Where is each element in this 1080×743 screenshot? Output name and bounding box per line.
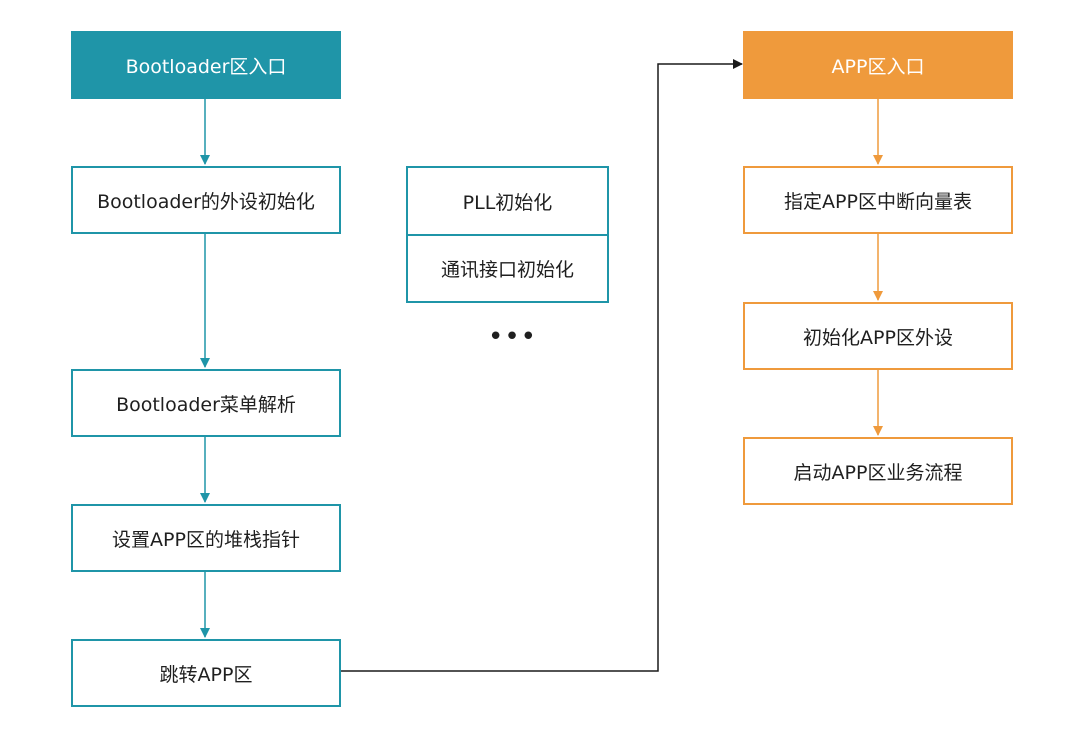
arrow-jump-to-app-entry (341, 59, 743, 672)
app-entry-label: APP区入口 (831, 55, 925, 78)
bootloader-menu-label: Bootloader菜单解析 (116, 393, 296, 416)
bootloader-menu-box: Bootloader菜单解析 (71, 369, 341, 437)
comm-interface-init-box: 通讯接口初始化 (406, 234, 609, 303)
bootloader-periph-init-box: Bootloader的外设初始化 (71, 166, 341, 234)
pll-init-label: PLL初始化 (462, 191, 553, 214)
bootloader-periph-init-label: Bootloader的外设初始化 (97, 190, 315, 213)
app-periph-init-box: 初始化APP区外设 (743, 302, 1013, 370)
app-periph-init-label: 初始化APP区外设 (803, 326, 953, 349)
pll-init-box: PLL初始化 (406, 166, 609, 236)
set-stack-pointer-label: 设置APP区的堆栈指针 (112, 528, 300, 551)
app-entry-box: APP区入口 (743, 31, 1013, 99)
app-vector-table-label: 指定APP区中断向量表 (784, 190, 972, 213)
jump-app-box: 跳转APP区 (71, 639, 341, 707)
jump-app-label: 跳转APP区 (159, 663, 253, 686)
comm-interface-init-label: 通讯接口初始化 (440, 259, 574, 281)
more-ellipsis: ••• (488, 322, 538, 352)
app-start-business-box: 启动APP区业务流程 (743, 437, 1013, 505)
set-stack-pointer-box: 设置APP区的堆栈指针 (71, 504, 341, 572)
app-start-business-label: 启动APP区业务流程 (793, 461, 963, 484)
bootloader-entry-box: Bootloader区入口 (71, 31, 341, 99)
app-vector-table-box: 指定APP区中断向量表 (743, 166, 1013, 234)
bootloader-entry-label: Bootloader区入口 (125, 55, 287, 78)
